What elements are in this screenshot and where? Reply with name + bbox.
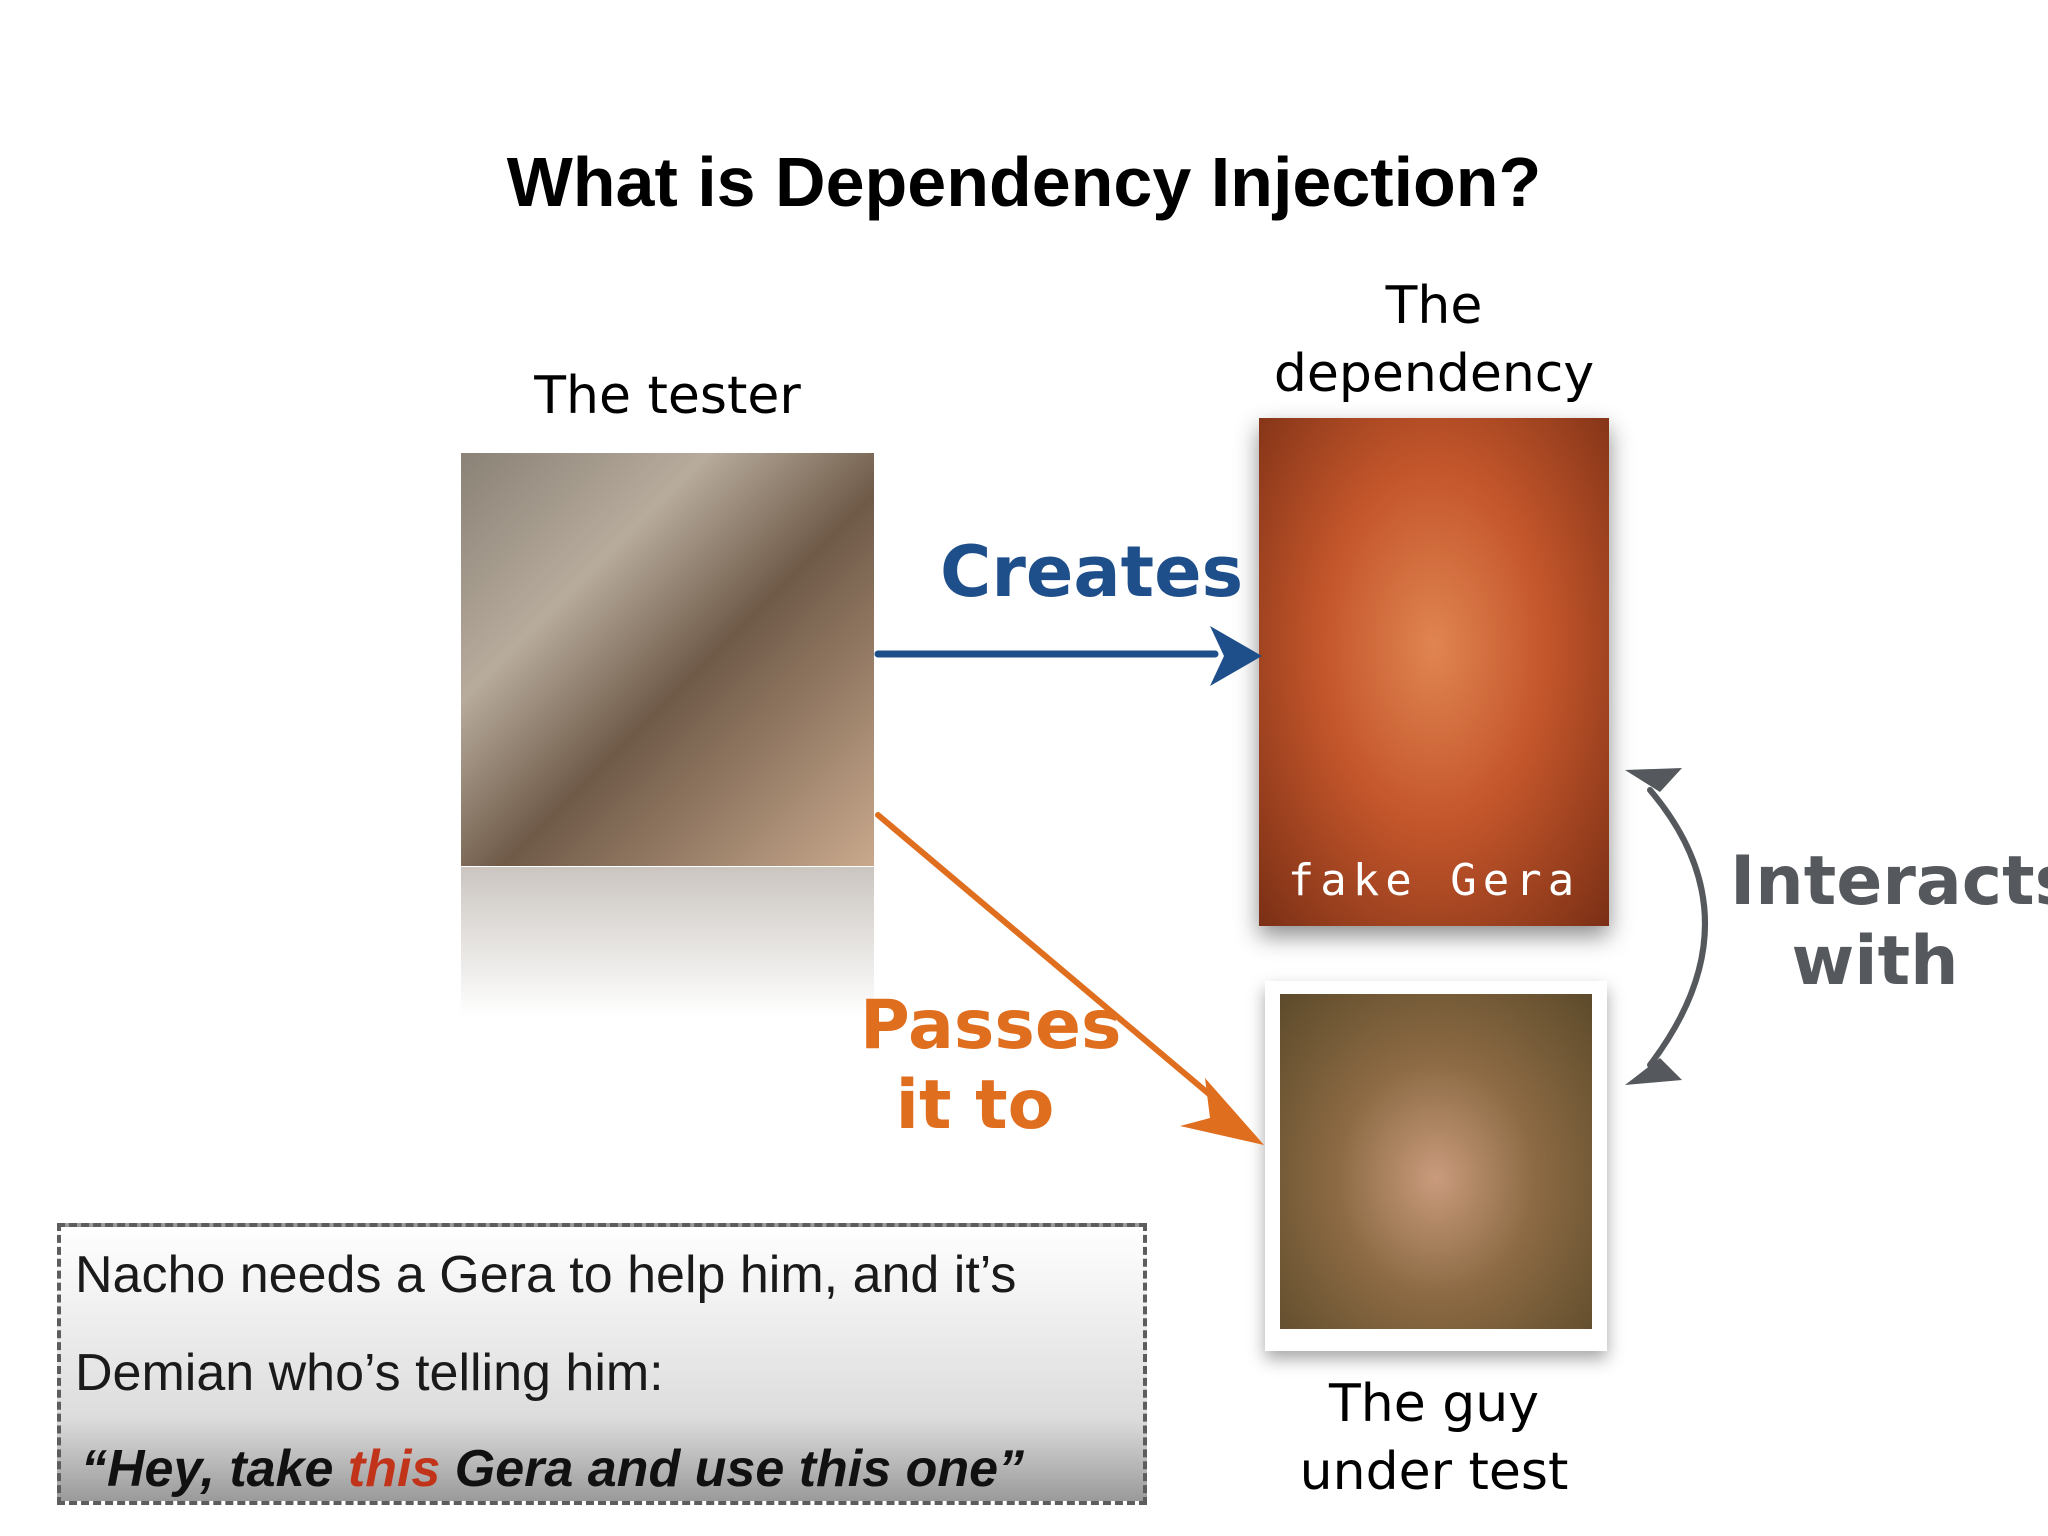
- dependency-caption-line2: dependency: [1273, 344, 1595, 404]
- interacts-label: Interacts with: [1730, 842, 2048, 1002]
- guy-under-test-photo: [1280, 994, 1592, 1329]
- tester-photo-reflection: [461, 867, 874, 1017]
- guy-caption-line1: The guy: [1329, 1374, 1539, 1434]
- quote-line-3-pre: “Hey, take: [81, 1440, 348, 1498]
- interacts-label-line1: Interacts: [1730, 842, 2048, 921]
- slide-title: What is Dependency Injection?: [506, 143, 1542, 221]
- guy-caption: The guy under test: [1259, 1370, 1609, 1506]
- quote-box: Nacho needs a Gera to help him, and it’s…: [57, 1223, 1147, 1505]
- quote-line-2: Demian who’s telling him:: [75, 1344, 664, 1402]
- passes-label: Passes it to: [860, 986, 1122, 1146]
- dependency-photo: fake Gera: [1259, 418, 1609, 926]
- tester-photo: [461, 453, 874, 866]
- dependency-caption-line1: The: [1385, 276, 1483, 336]
- interacts-arrow: [1625, 768, 1708, 1085]
- passes-arrow: [875, 812, 1264, 1145]
- passes-label-line1: Passes: [860, 986, 1122, 1065]
- quote-highlight: this: [347, 1440, 441, 1498]
- creates-arrow: [874, 626, 1262, 686]
- quote-line-3-post: Gera and use this one”: [440, 1440, 1025, 1498]
- guy-under-test-card: [1265, 981, 1607, 1351]
- passes-label-line2: it to: [895, 1066, 1055, 1145]
- tester-caption: The tester: [534, 366, 801, 426]
- fake-gera-label: fake Gera: [1287, 855, 1581, 906]
- creates-label: Creates: [940, 531, 1244, 613]
- dependency-caption: The dependency: [1259, 272, 1609, 408]
- quote-line-3: “Hey, take this Gera and use this one”: [81, 1439, 1024, 1499]
- guy-caption-line2: under test: [1299, 1442, 1569, 1502]
- interacts-label-line2: with: [1791, 922, 1959, 1001]
- quote-line-1: Nacho needs a Gera to help him, and it’s: [75, 1246, 1017, 1304]
